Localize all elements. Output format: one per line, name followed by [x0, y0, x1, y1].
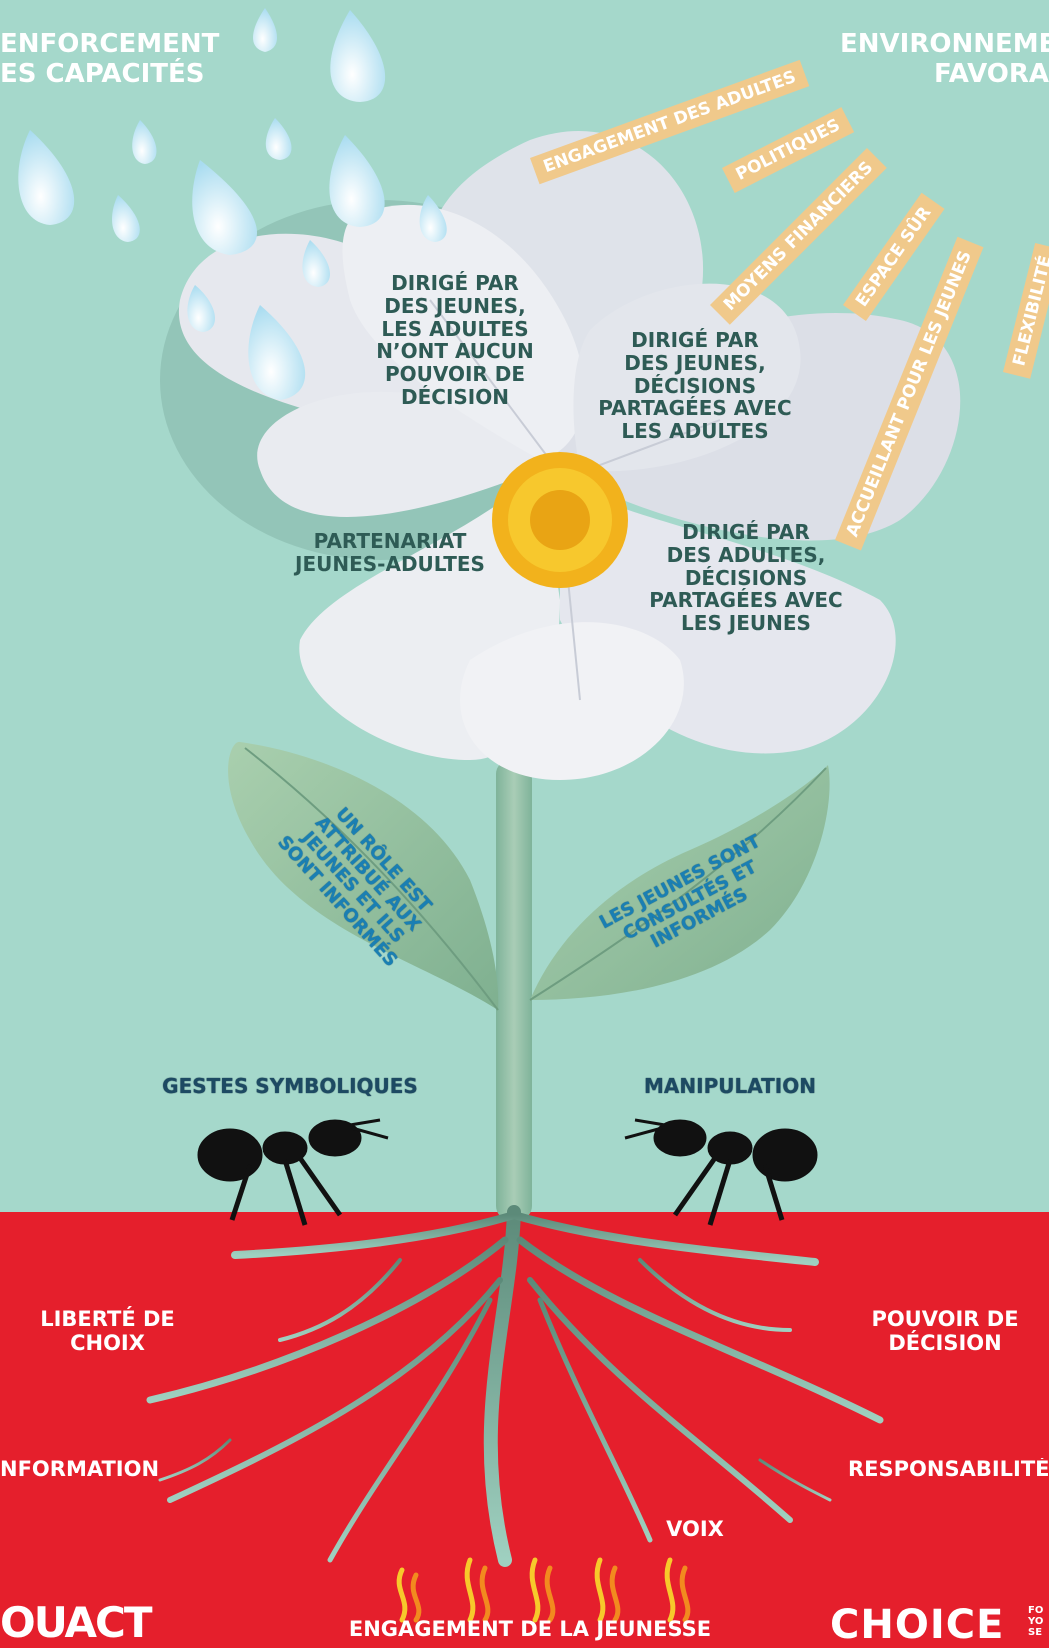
root-decision-power: POUVOIR DE DÉCISION — [860, 1308, 1030, 1356]
stem — [496, 760, 532, 1220]
logo-choice-tagline: FO YO SE — [1028, 1605, 1043, 1638]
flames — [399, 1560, 688, 1620]
enabling-environment-heading: ENVIRONNEME FAVORA — [840, 30, 1049, 89]
logo-choice: CHOICE — [830, 1602, 1004, 1648]
environment-line-2: FAVORA — [840, 60, 1049, 90]
root-responsibility: RESPONSABILITÉ — [848, 1458, 1049, 1482]
youth-engagement-title: ENGAGEMENT DE LA JEUNESSE — [340, 1618, 720, 1642]
flower — [160, 131, 960, 780]
capacity-line-2: ES CAPACITÉS — [0, 60, 219, 90]
environment-line-1: ENVIRONNEME — [840, 30, 1049, 60]
ant-label-manipulation: MANIPULATION — [640, 1075, 820, 1098]
capacity-line-1: ENFORCEMENT — [0, 30, 219, 60]
capacity-building-heading: ENFORCEMENT ES CAPACITÉS — [0, 30, 219, 89]
roots — [150, 1212, 880, 1560]
ant-label-tokenism: GESTES SYMBOLIQUES — [160, 1075, 420, 1098]
petal-youth-led-shared: DIRIGÉ PAR DES JEUNES, DÉCISIONS PARTAGÉ… — [585, 329, 805, 443]
ant-right — [625, 1120, 817, 1225]
petal-adult-led-shared: DIRIGÉ PAR DES ADULTES, DÉCISIONS PARTAG… — [636, 521, 856, 635]
logo-left: OUACT — [0, 1598, 151, 1647]
root-voice: VOIX — [645, 1518, 745, 1542]
petal-partnership: PARTENARIAT JEUNES-ADULTES — [285, 530, 495, 576]
root-freedom-of-choice: LIBERTÉ DE CHOIX — [30, 1308, 185, 1356]
root-information: NFORMATION — [0, 1458, 159, 1482]
petal-youth-led-no-adult-power: DIRIGÉ PAR DES JEUNES, LES ADULTES N’ONT… — [360, 272, 550, 409]
ant-left — [198, 1120, 388, 1225]
